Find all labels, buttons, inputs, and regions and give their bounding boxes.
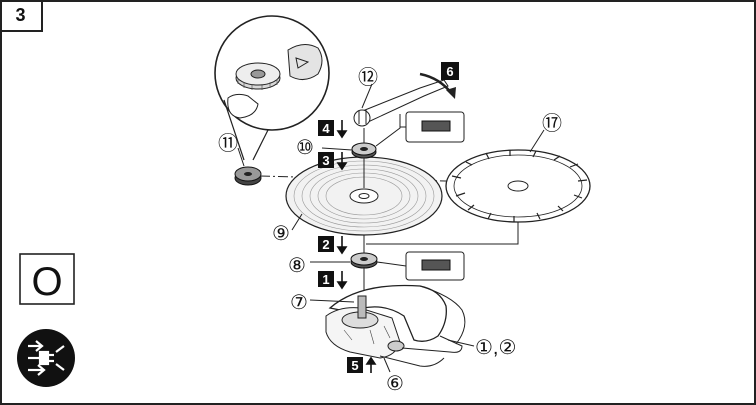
flange-icon-lower: [350, 252, 378, 269]
callout-6: ⑥: [386, 373, 404, 395]
step-markers: [318, 62, 459, 373]
step-1-label: 1: [322, 272, 329, 287]
callout-9: ⑨: [272, 223, 290, 245]
callout-7: ⑦: [290, 292, 308, 314]
callout-8: ⑧: [288, 255, 306, 277]
callout-17: ⑰: [542, 112, 562, 135]
grinder-icon: [325, 284, 466, 367]
callout-12: ⑫: [358, 66, 378, 89]
figure-number: 3: [0, 0, 43, 32]
unplug-icon: [17, 329, 75, 387]
callout-10: ⑩: [296, 137, 314, 159]
flange-icon: [351, 142, 377, 159]
step-5-label: 5: [351, 358, 358, 373]
step-arrows: [336, 120, 377, 373]
callout-11: ⑪: [218, 132, 238, 155]
step-3-label: 3: [322, 153, 329, 168]
step-4-label: 4: [322, 121, 330, 136]
spanner-icon: [353, 79, 449, 127]
symbol-o-box: O: [19, 253, 75, 305]
step-6-label: 6: [446, 64, 453, 79]
diamond-blade-icon: [445, 149, 591, 223]
step-2-label: 2: [322, 237, 329, 252]
symbol-letter: O: [31, 260, 62, 304]
clamp-nut-icon: [234, 166, 262, 186]
magnified-inset: [214, 15, 330, 161]
callout-1-2: ①,②: [475, 337, 516, 359]
